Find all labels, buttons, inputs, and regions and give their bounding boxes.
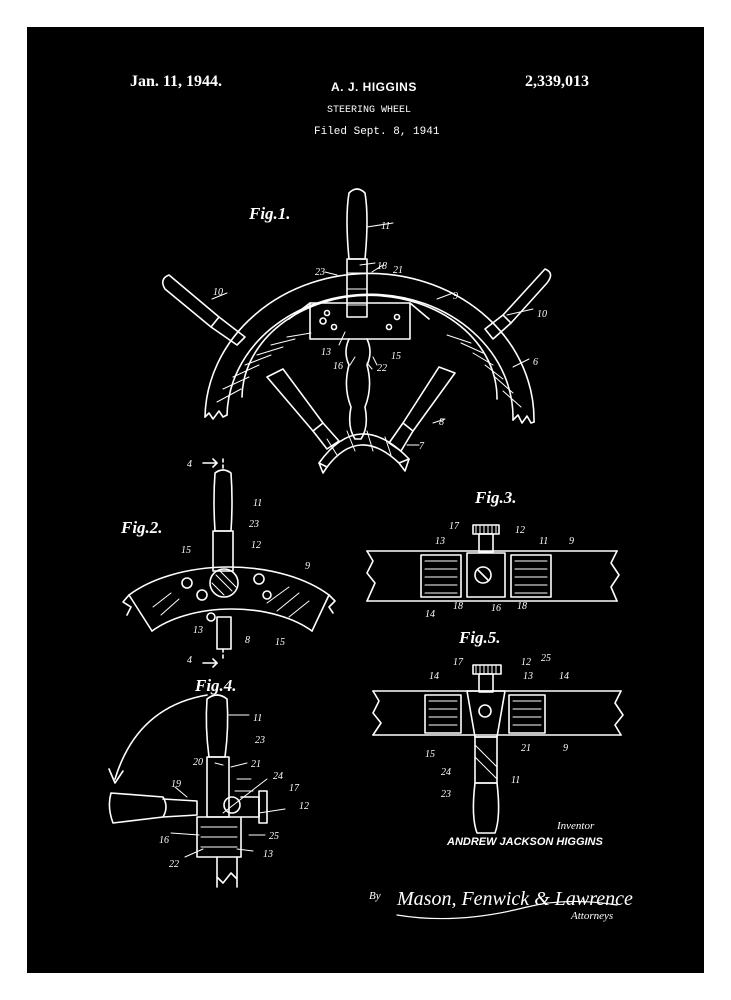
fig4-label: 22: [169, 859, 179, 870]
fig4-label: 17: [289, 783, 300, 794]
fig4-label: 11: [253, 713, 262, 724]
fig2-label: 4: [187, 459, 192, 470]
fig1-label: 18: [377, 261, 387, 272]
fig2-label: 12: [251, 540, 261, 551]
fig1-drawing: [161, 188, 552, 474]
fig1-label: 10: [537, 309, 547, 320]
fig4-label: 25: [269, 831, 279, 842]
fig2-label: 11: [253, 498, 262, 509]
signature-flourish: [396, 900, 618, 920]
fig1-caption: Fig.1.: [248, 204, 291, 223]
fig5-label: 23: [441, 789, 451, 800]
fig1-label: 13: [321, 347, 331, 358]
inventor-header: A. J. HIGGINS: [331, 80, 417, 94]
fig5-label: 14: [429, 671, 439, 682]
fig1-label: 8: [439, 417, 444, 428]
fig5-label: 12: [521, 657, 531, 668]
fig3-label: 12: [515, 525, 525, 536]
fig4-labels: 11 20 23 21 19 24 17 12 16 25 22 13: [159, 713, 309, 870]
inventor-caption: Inventor: [556, 820, 595, 832]
fig4-label: 24: [273, 771, 283, 782]
fig4-caption: Fig.4.: [194, 676, 237, 695]
fig3-label: 11: [539, 536, 548, 547]
fig3-drawing: [366, 524, 620, 602]
fig4-drawing: [108, 694, 286, 888]
patent-date: Jan. 11, 1944.: [130, 73, 223, 90]
fig4-label: 21: [251, 759, 261, 770]
fig2-label: 15: [181, 545, 191, 556]
attorneys-signature: Mason, Fenwick & Lawrence: [396, 888, 633, 910]
fig5-label: 25: [541, 653, 551, 664]
patent-illustrations: Fig.1. Fig.2. Fig.3. Fig.4. Fig.5. 11 18…: [108, 188, 633, 922]
fig2-label: 13: [193, 625, 203, 636]
fig1-label: 7: [419, 441, 425, 452]
fig3-labels: 17 12 13 11 9 14 18 16 18: [425, 521, 574, 620]
fig3-label: 14: [425, 609, 435, 620]
fig4-label: 12: [299, 801, 309, 812]
fig3-label: 18: [453, 601, 463, 612]
filed-date: Filed Sept. 8, 1941: [314, 126, 440, 138]
fig3-caption: Fig.3.: [474, 488, 517, 507]
fig5-label: 24: [441, 767, 451, 778]
fig5-label: 13: [523, 671, 533, 682]
fig3-label: 17: [449, 521, 460, 532]
fig4-label: 20: [193, 757, 203, 768]
fig2-caption: Fig.2.: [120, 518, 163, 537]
fig2-label: 4: [187, 655, 192, 666]
fig2-label: 9: [305, 561, 310, 572]
fig1-label: 11: [381, 221, 390, 232]
fig5-label: 11: [511, 775, 520, 786]
fig2-labels: 4 11 23 12 15 9 13 8 15 4: [181, 459, 310, 666]
attorneys-caption: Attorneys: [570, 910, 613, 922]
patent-title: STEERING WHEEL: [327, 105, 412, 116]
fig4-label: 13: [263, 849, 273, 860]
fig3-label: 13: [435, 536, 445, 547]
fig5-label: 15: [425, 749, 435, 760]
inventor-full-name: ANDREW JACKSON HIGGINS: [446, 836, 604, 848]
fig4-label: 16: [159, 835, 169, 846]
fig5-caption: Fig.5.: [458, 628, 501, 647]
by-label: By: [369, 890, 381, 902]
fig1-label: 23: [315, 267, 325, 278]
fig1-label: 9: [453, 291, 458, 302]
fig2-label: 23: [249, 519, 259, 530]
patent-drawing-sheet: Jan. 11, 1944. A. J. HIGGINS STEERING WH…: [27, 27, 704, 973]
fig1-label: 16: [333, 361, 343, 372]
signature-block: Inventor ANDREW JACKSON HIGGINS By Mason…: [369, 820, 633, 922]
fig5-label: 14: [559, 671, 569, 682]
fig2-label: 15: [275, 637, 285, 648]
fig5-drawing: [372, 664, 624, 834]
fig2-label: 8: [245, 635, 250, 646]
fig3-label: 9: [569, 536, 574, 547]
fig1-labels: 11 18 21 23 9 10 10 6 13 16 15 22 8 7: [213, 221, 547, 452]
fig1-label: 22: [377, 363, 387, 374]
fig1-label: 15: [391, 351, 401, 362]
fig4-label: 23: [255, 735, 265, 746]
fig3-label: 18: [517, 601, 527, 612]
fig1-label: 10: [213, 287, 223, 298]
patent-number: 2,339,013: [525, 73, 589, 90]
fig1-label: 6: [533, 357, 538, 368]
fig2-drawing: [122, 458, 336, 668]
fig5-labels: 17 12 25 14 13 14 15 21 9 24 23 11: [425, 653, 569, 800]
fig3-label: 16: [491, 603, 501, 614]
fig4-label: 19: [171, 779, 181, 790]
fig1-label: 21: [393, 265, 403, 276]
fig5-label: 9: [563, 743, 568, 754]
fig5-label: 21: [521, 743, 531, 754]
fig5-label: 17: [453, 657, 464, 668]
